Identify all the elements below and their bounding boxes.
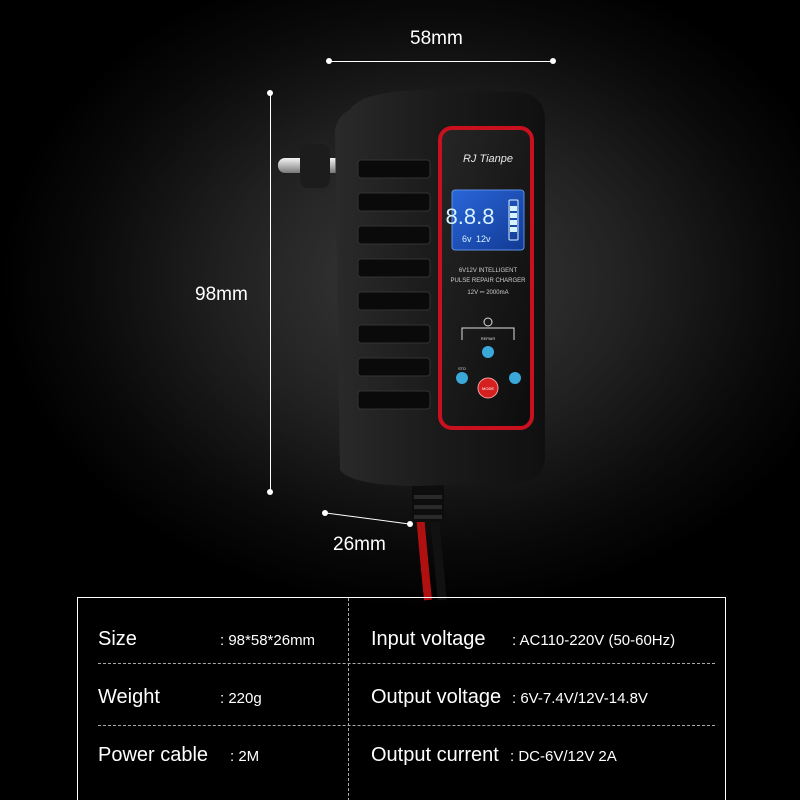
lcd-6v: 6v	[462, 234, 472, 244]
width-dimension-line	[330, 61, 554, 62]
spec-table: Size : 98*58*26mm Weight : 220g Power ca…	[77, 597, 726, 800]
mode-button-label: MODE	[482, 386, 494, 391]
spec-table-row-divider-1	[98, 663, 715, 664]
lcd-12v: 12v	[476, 234, 491, 244]
mode-repair-label: REPAIR	[481, 336, 496, 341]
charger-title-line1: 6V12V INTELLIGENT	[459, 268, 518, 274]
mode-panel: REPAIR STD MODE	[456, 317, 521, 399]
brand-logo: RJ Tianpe	[463, 153, 513, 165]
spec-table-column-divider	[348, 598, 349, 800]
lcd-screen: 8.8.8 6v 12v	[446, 189, 525, 251]
output-current-value: : DC-6V/12V 2A	[510, 748, 617, 765]
repair-indicator-led	[482, 346, 494, 358]
input-voltage-label: Input voltage	[371, 628, 486, 650]
power-cable-label: Power cable	[98, 744, 209, 766]
weight-label: Weight	[98, 686, 160, 708]
height-dimension-label: 98mm	[195, 284, 248, 305]
charger-rating: 12V ⎓ 2000mA	[467, 290, 508, 296]
width-dimension-label: 58mm	[410, 28, 463, 49]
lcd-digits: 8.8.8	[446, 204, 495, 229]
std-indicator-led	[456, 372, 468, 384]
power-cable-value: : 2M	[230, 748, 260, 765]
height-dimension-end-top	[267, 90, 273, 96]
height-dimension-end-bottom	[267, 489, 273, 495]
height-dimension-line	[270, 93, 271, 493]
output-voltage-label: Output voltage	[371, 686, 502, 708]
input-voltage-value: : AC110-220V (50-60Hz)	[512, 632, 676, 649]
side-vents	[357, 159, 431, 410]
size-value: : 98*58*26mm	[220, 632, 316, 649]
weight-value: : 220g	[220, 690, 262, 707]
right-indicator-led	[509, 372, 521, 384]
mode-std-label: STD	[458, 366, 466, 371]
depth-dimension-label: 26mm	[333, 534, 386, 555]
mode-button	[477, 377, 499, 399]
width-dimension-end-right	[550, 58, 556, 64]
width-dimension-end-left	[326, 58, 332, 64]
plug-pins	[278, 144, 348, 188]
size-label: Size	[98, 628, 137, 650]
output-current-label: Output current	[371, 744, 499, 766]
power-cable	[412, 482, 447, 601]
output-voltage-value: : 6V-7.4V/12V-14.8V	[512, 690, 648, 707]
spec-table-row-divider-2	[98, 725, 715, 726]
charger-title-line2: PULSE REPAIR CHARGER	[451, 278, 527, 284]
